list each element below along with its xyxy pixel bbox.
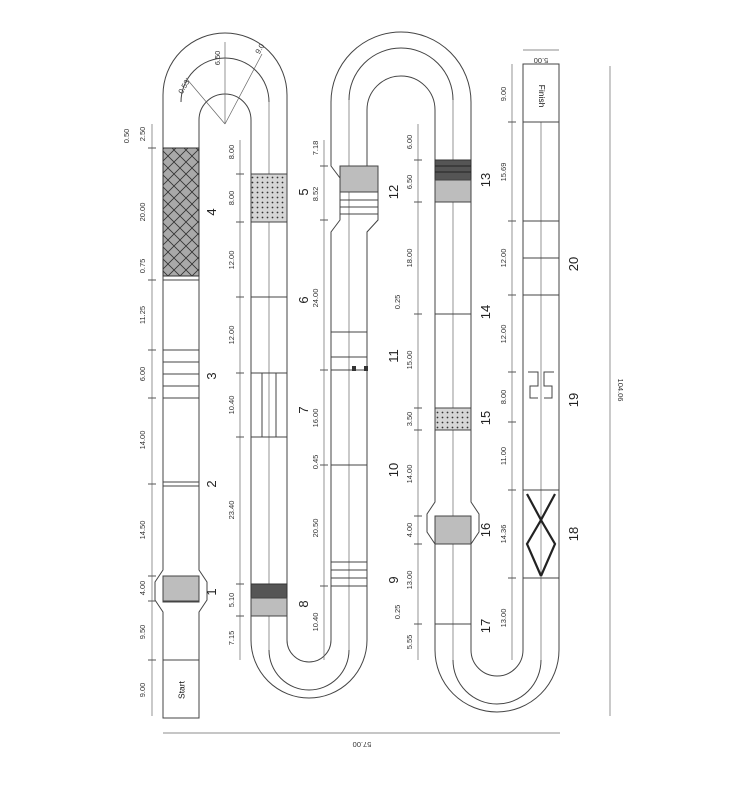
section-10: 10 [386, 463, 401, 477]
svg-text:0.45: 0.45 [311, 455, 320, 470]
dimension-lines [148, 42, 611, 734]
svg-text:6.00: 6.00 [138, 367, 147, 382]
svg-text:4.00: 4.00 [405, 523, 414, 538]
section-19: 19 [566, 393, 581, 407]
svg-text:9.50: 9.50 [138, 625, 147, 640]
section-numbers: 1 2 3 4 5 6 7 8 9 10 11 12 13 14 15 16 1… [204, 173, 581, 633]
svg-text:14.36: 14.36 [499, 525, 508, 544]
section-1: 1 [204, 588, 219, 595]
finish-width-label: 5.00 [534, 56, 549, 65]
svg-text:7.15: 7.15 [227, 631, 236, 646]
svg-text:20.50: 20.50 [311, 519, 320, 538]
svg-text:9.00: 9.00 [499, 87, 508, 102]
obstacle-5-dots [250, 173, 288, 223]
svg-text:13.00: 13.00 [405, 571, 414, 590]
svg-text:4.00: 4.00 [138, 581, 147, 596]
svg-text:14.00: 14.00 [138, 431, 147, 450]
obstacle-12-grey-block [339, 165, 379, 193]
svg-text:0.75: 0.75 [138, 259, 147, 274]
obstacle-8-dark-block [250, 583, 288, 599]
svg-text:0.25: 0.25 [393, 295, 402, 310]
section-3: 3 [204, 372, 219, 379]
obstacle-18-zigzag [525, 493, 543, 577]
svg-text:0.53: 0.53 [176, 78, 191, 95]
svg-text:3.50: 3.50 [405, 412, 414, 427]
obstacles [162, 147, 559, 625]
svg-text:14.50: 14.50 [138, 521, 147, 540]
svg-text:12.00: 12.00 [227, 251, 236, 270]
svg-text:0.25: 0.25 [393, 605, 402, 620]
total-width-label: 57.00 [353, 740, 372, 749]
obstacle-16-grey-block [434, 515, 472, 545]
track-outline [154, 31, 560, 719]
obstacle-15-mesh [434, 407, 472, 431]
svg-text:9.0: 9.0 [253, 42, 266, 56]
start-label: Start [176, 680, 186, 699]
svg-text:15.00: 15.00 [405, 351, 414, 370]
section-20: 20 [566, 257, 581, 271]
svg-text:11.00: 11.00 [499, 447, 508, 465]
svg-text:10.40: 10.40 [311, 613, 320, 632]
section-18: 18 [566, 527, 581, 541]
dimension-labels: 9.00 9.50 4.00 14.50 14.00 6.00 11.25 0.… [122, 42, 625, 749]
svg-text:11.25: 11.25 [138, 306, 147, 324]
svg-text:23.40: 23.40 [227, 501, 236, 520]
section-2: 2 [204, 480, 219, 487]
section-8: 8 [296, 600, 311, 607]
svg-text:8.00: 8.00 [499, 390, 508, 405]
section-6: 6 [296, 296, 311, 303]
section-9: 9 [386, 576, 401, 583]
section-7: 7 [296, 406, 311, 413]
svg-text:12.00: 12.00 [499, 249, 508, 268]
svg-text:7.18: 7.18 [311, 141, 320, 156]
svg-text:6.00: 6.00 [405, 135, 414, 150]
obstacle-1-grey-block [162, 575, 200, 603]
obstacle-4-cross-grid [162, 147, 200, 277]
svg-text:8.52: 8.52 [311, 187, 320, 202]
svg-text:8.00: 8.00 [227, 191, 236, 206]
svg-text:12.00: 12.00 [499, 325, 508, 344]
finish-label: Finish [537, 85, 547, 108]
section-16: 16 [478, 523, 493, 537]
section-5: 5 [296, 188, 311, 195]
svg-text:6.50: 6.50 [405, 175, 414, 190]
start-box: Start [162, 659, 200, 719]
svg-text:20.00: 20.00 [138, 203, 147, 222]
section-4: 4 [204, 208, 219, 215]
section-12: 12 [386, 185, 401, 199]
svg-text:18.00: 18.00 [405, 249, 414, 268]
svg-text:12.00: 12.00 [227, 326, 236, 345]
obstacle-13-dark-stripes [434, 159, 472, 181]
section-14: 14 [478, 305, 493, 319]
obstacle-19-s-bends [528, 371, 554, 399]
section-11: 11 [386, 349, 401, 363]
svg-text:24.00: 24.00 [311, 289, 320, 308]
svg-text:13.00: 13.00 [499, 609, 508, 628]
svg-text:5.10: 5.10 [227, 593, 236, 608]
svg-text:2.50: 2.50 [138, 127, 147, 142]
svg-text:6.50: 6.50 [213, 51, 222, 66]
svg-text:16.00: 16.00 [311, 409, 320, 428]
svg-text:10.40: 10.40 [227, 396, 236, 415]
finish-box: Finish [522, 63, 560, 123]
total-height-label: 104.06 [616, 379, 625, 402]
svg-text:5.55: 5.55 [405, 635, 414, 650]
svg-text:14.00: 14.00 [405, 465, 414, 484]
section-15: 15 [478, 411, 493, 425]
obstacle-7-bars [250, 372, 288, 438]
svg-text:0.50: 0.50 [122, 129, 131, 144]
section-13: 13 [478, 173, 493, 187]
svg-text:15.69: 15.69 [499, 163, 508, 182]
section-17: 17 [478, 619, 493, 633]
svg-text:9.00: 9.00 [138, 683, 147, 698]
svg-text:8.00: 8.00 [227, 145, 236, 160]
